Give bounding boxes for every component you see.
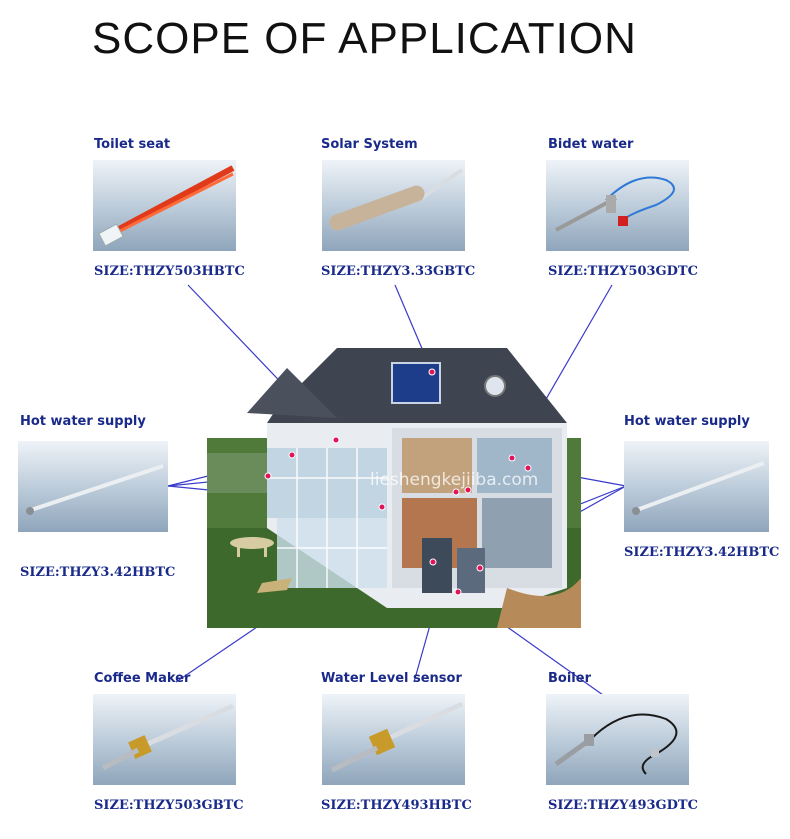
house-illustration: [207, 328, 581, 628]
item-label-hot-water-left: Hot water supply: [20, 414, 146, 429]
item-label-water-level-sensor: Water Level sensor: [321, 671, 462, 686]
item-label-coffee-maker: Coffee Maker: [94, 671, 191, 686]
product-photo-coffee-maker: [93, 694, 236, 785]
item-size-bidet-water: SIZE:THZY503GDTC: [548, 264, 698, 279]
item-label-hot-water-right: Hot water supply: [624, 414, 750, 429]
product-photo-toilet-seat: [93, 160, 236, 251]
product-photo-hot-water-right: [624, 441, 769, 532]
item-size-coffee-maker: SIZE:THZY503GBTC: [94, 798, 244, 813]
page-title: SCOPE OF APPLICATION: [92, 14, 637, 63]
watermark: liesheng​kejii​ba.com: [370, 470, 539, 490]
item-size-water-level-sensor: SIZE:THZY493HBTC: [321, 798, 472, 813]
product-photo-water-level-sensor: [322, 694, 465, 785]
item-label-bidet-water: Bidet water: [548, 137, 634, 152]
item-size-hot-water-left: SIZE:THZY3.42HBTC: [20, 565, 176, 580]
item-size-hot-water-right: SIZE:THZY3.42HBTC: [624, 545, 780, 560]
item-size-boiler: SIZE:THZY493GDTC: [548, 798, 698, 813]
item-label-toilet-seat: Toilet seat: [94, 137, 171, 152]
product-photo-boiler: [546, 694, 689, 785]
item-label-solar-system: Solar System: [321, 137, 418, 152]
item-label-boiler: Boiler: [548, 671, 591, 686]
product-photo-bidet-water: [546, 160, 689, 251]
product-photo-hot-water-left: [18, 441, 168, 532]
product-photo-solar-system: [322, 160, 465, 251]
item-size-toilet-seat: SIZE:THZY503HBTC: [94, 264, 245, 279]
item-size-solar-system: SIZE:THZY3.33GBTC: [321, 264, 476, 279]
